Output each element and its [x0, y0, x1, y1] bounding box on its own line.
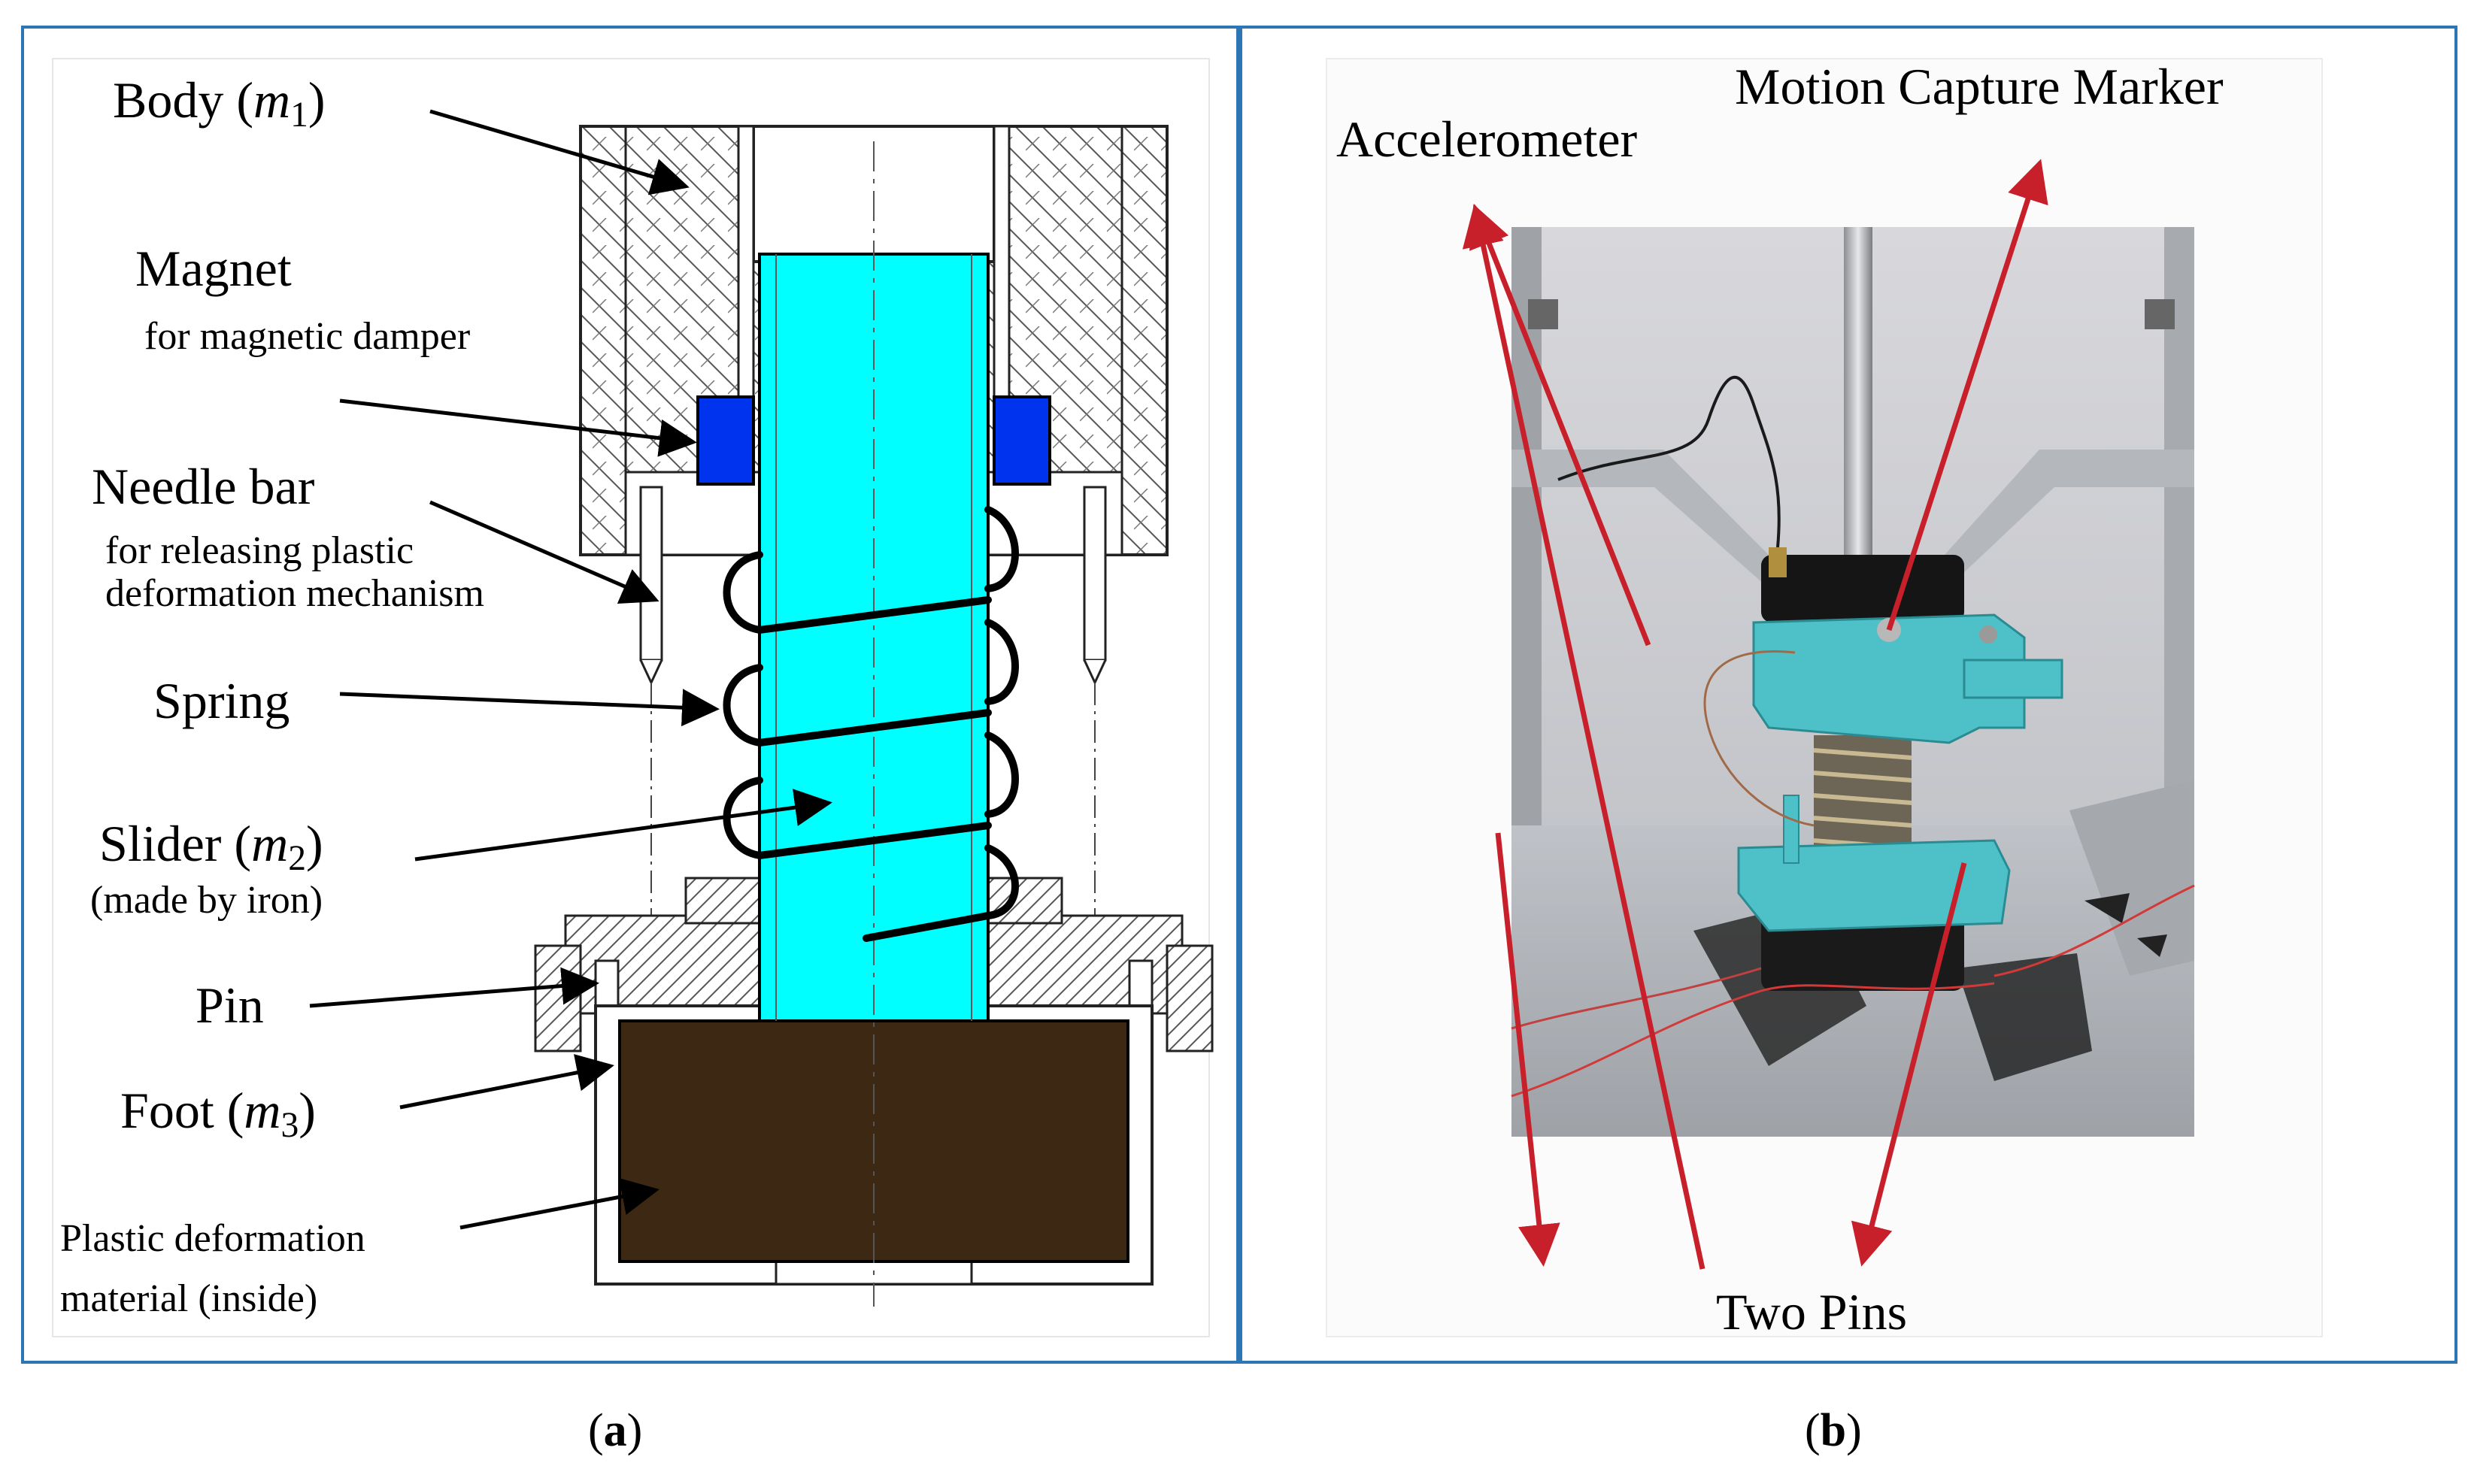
plastic-label-1: Plastic deformation: [60, 1217, 365, 1260]
cross-section-drawing: [52, 58, 1214, 1337]
magnet-left: [696, 395, 755, 486]
needle-bar-desc-1: for releasing plastic: [105, 529, 414, 572]
annotation-arrows-b: [1462, 159, 2048, 1270]
body-label: Body (m1): [113, 71, 326, 135]
accelerometer-label: Accelerometer: [1336, 111, 1638, 168]
spring: [723, 506, 1019, 942]
panel-a-cross-section: Body (m1) Magnet for magnetic damper Nee…: [21, 26, 1239, 1364]
magnet-desc: for magnetic damper: [144, 315, 471, 358]
foot-label: Foot (m3): [120, 1082, 316, 1145]
pin-label: Pin: [196, 977, 264, 1034]
spring-label: Spring: [153, 672, 290, 729]
slider-desc: (made by iron): [90, 879, 323, 922]
two-pins-label: Two Pins: [1716, 1283, 1908, 1340]
panel-b-photo: Accelerometer Motion Capture Marker Two …: [1239, 26, 2457, 1364]
magnet-right: [993, 395, 1051, 486]
needle-bar-label: Needle bar: [92, 458, 315, 515]
magnet-label: Magnet: [135, 240, 292, 297]
motion-capture-marker-label: Motion Capture Marker: [1735, 58, 2224, 115]
prototype-photo: [1326, 58, 2323, 1337]
caption-b: (b): [1805, 1405, 1862, 1456]
needle-bar-desc-2: deformation mechanism: [105, 572, 484, 615]
photo-area: [1511, 227, 2195, 1137]
plastic-label-2: material (inside): [60, 1277, 318, 1320]
leader-arrows-a: [309, 109, 832, 1230]
caption-a: (a): [588, 1405, 643, 1456]
slider-label: Slider (m2): [99, 815, 323, 878]
